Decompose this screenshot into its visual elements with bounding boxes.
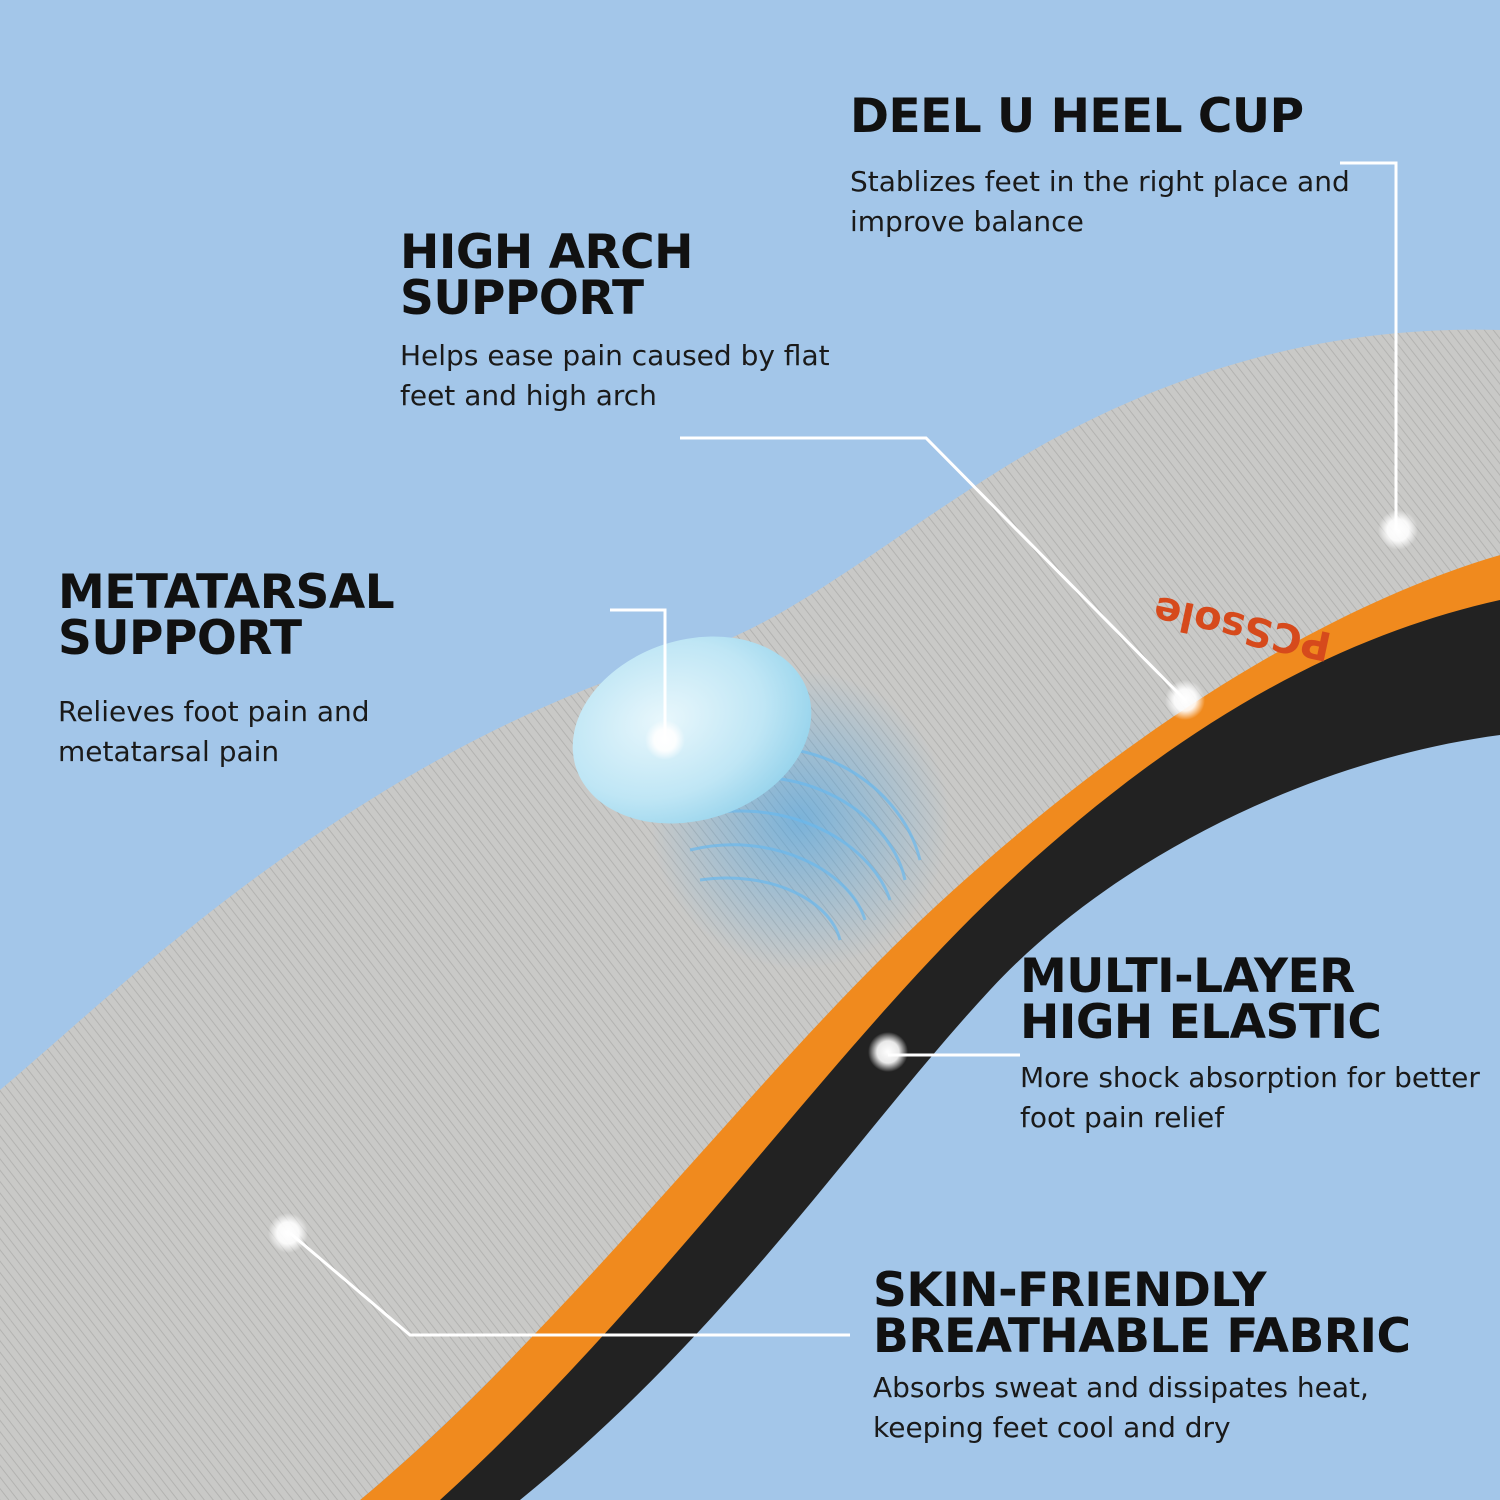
callout-line-skin — [289, 1231, 850, 1337]
feature-high-arch: HIGH ARCH SUPPORT Helps ease pain caused… — [400, 225, 840, 416]
callout-dot-skin — [268, 1213, 308, 1253]
feature-breathable-fabric: SKIN-FRIENDLY BREATHABLE FABRIC Absorbs … — [873, 1263, 1433, 1448]
insole-foam-layer — [360, 555, 1500, 1500]
callout-line-meta — [610, 608, 667, 740]
callout-line-heel — [1340, 161, 1398, 530]
feature-title: MULTI-LAYER HIGH ELASTIC — [1020, 949, 1382, 1050]
insole-base-layer — [395, 560, 1500, 1500]
callout-dot-multi — [868, 1032, 908, 1072]
feature-description: Helps ease pain caused by flat feet and … — [400, 339, 830, 412]
metatarsal-gel-pad-icon — [572, 636, 812, 824]
feature-description: Absorbs sweat and dissipates heat, keepi… — [873, 1371, 1369, 1444]
callout-lines — [289, 161, 1398, 1337]
feature-metatarsal: METATARSAL SUPPORT Relieves foot pain an… — [58, 565, 618, 772]
feature-title: SKIN-FRIENDLY BREATHABLE FABRIC — [873, 1263, 1411, 1364]
feature-title: HIGH ARCH SUPPORT — [400, 225, 694, 326]
feature-heel-cup: DEEL U HEEL CUP Stablizes feet in the ri… — [850, 89, 1370, 242]
feature-description: Relieves foot pain and metatarsal pain — [58, 695, 370, 768]
callout-dot-meta — [645, 720, 685, 760]
feature-description: Stablizes feet in the right place and im… — [850, 165, 1350, 238]
callout-line-arch — [680, 436, 1187, 702]
feature-title: METATARSAL SUPPORT — [58, 565, 395, 666]
feature-multi-layer: MULTI-LAYER HIGH ELASTIC More shock abso… — [1020, 949, 1490, 1138]
feature-description: More shock absorption for better foot pa… — [1020, 1061, 1480, 1134]
callout-dots — [268, 510, 1418, 1253]
feature-title: DEEL U HEEL CUP — [850, 89, 1304, 144]
callout-dot-heel — [1378, 510, 1418, 550]
callout-dot-arch — [1165, 680, 1205, 720]
